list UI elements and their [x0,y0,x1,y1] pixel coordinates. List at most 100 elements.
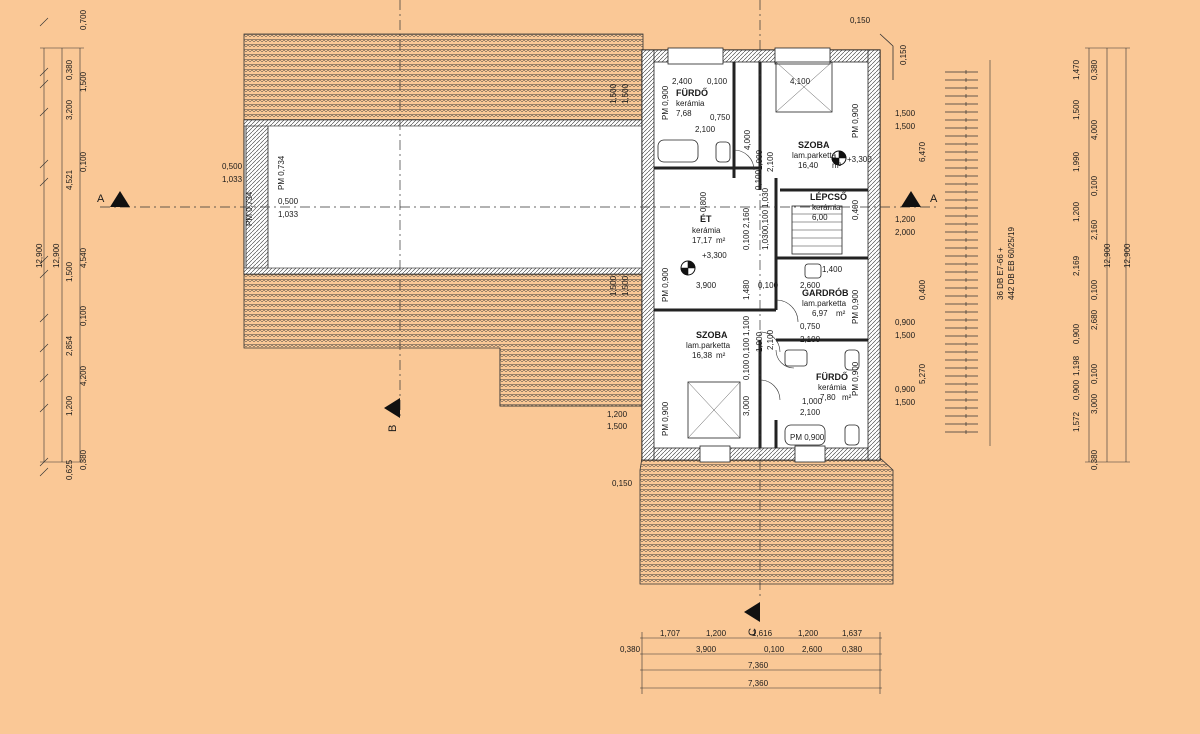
dim-tick [39,17,49,27]
dim-left: 1,200 [607,410,628,419]
dim-left-chain-label: 0,100 [79,305,88,326]
room-furdo-bot-name: FÜRDŐ [816,371,848,382]
section-letters: A A B C [97,193,938,636]
dim-bottom-row1-label: 1,707 [660,629,681,638]
dim-inner-v: PM 0,900 [661,267,670,302]
room-furdo-bot-floor: kerámia [818,383,847,392]
inner-dimensions-vertical: PM 0,900 4,000 1,000 2,100 PM 0,900 0,15… [245,44,927,436]
room-gardrob-name: GARDRÓB [802,287,849,298]
dim-inner: 1,000 [802,397,823,406]
dim-left-v: 1,500 [621,275,630,296]
dim-inner-v: 1,030 [761,229,770,250]
dim-inner-v: 1,000 [755,331,764,352]
dim-inner: PM 0,900 [790,433,825,442]
room-et-floor: kerámia [692,226,721,235]
dim-right-chain-label: 0,100 [1090,279,1099,300]
dim-left-chain-label: 0,380 [79,449,88,470]
dim-inner: 2,100 [800,335,821,344]
dim-right-chain-label: 2,160 [1090,219,1099,240]
room-lepcso-name: LÉPCSŐ [810,191,847,202]
dim-inner-v: 0,100 [742,359,751,380]
section-b-marker [384,398,400,418]
dim-inner-v: PM 0,900 [661,85,670,120]
dim-left: 0,150 [612,479,633,488]
building [641,47,881,463]
dim-inner: 4,100 [790,77,811,86]
dim-right-v: 0,400 [918,279,927,300]
section-a-left-label: A [97,193,105,205]
dim-inner: 0,150 [850,16,871,25]
dim-left: 1,500 [607,422,628,431]
dim-attic-v: PM 0,734 [277,155,286,190]
attic-corridor [243,119,644,275]
dim-right-chain-label: 0,380 [1090,59,1099,80]
outer-totals: 12,900 12,900 12,900 12,900 7,360 7,360 [35,243,1132,688]
dim-left-v: 1,500 [621,83,630,104]
room-furdo-top-floor: kerámia [676,99,705,108]
section-a-right-label: A [930,193,938,205]
dim-left-inner: 12,900 [52,243,61,268]
dim-inner-v: PM 0,900 [661,401,670,436]
section-c-label: C [747,628,759,636]
dim-tick [39,403,49,413]
room-et-unit: m² [716,236,726,245]
dim-left-chain-label: 0,700 [79,9,88,30]
dim-inner: 2,100 [800,408,821,417]
dim-inner-v: 0,150 [899,44,908,65]
dim-inner-v: 0,100 [754,169,763,190]
room-szoba-sw-name: SZOBA [696,330,728,340]
dim-left-v: 1,500 [609,83,618,104]
dim-left-chain-label: 4,200 [79,365,88,386]
dim-bottom-total-1: 7,360 [748,661,769,670]
dim-left-chain-label: 0,380 [65,59,74,80]
room-szoba-sw-floor: lam.parketta [686,341,731,350]
room-labels: FÜRDŐ kerámia 7,68 SZOBA lam.parketta 16… [676,87,872,402]
dim-inner: 3,900 [696,281,717,290]
dim-tick [39,255,49,265]
room-szoba-ne-area: 16,40 [798,161,819,170]
dim-right: 1,500 [895,122,916,131]
room-szoba-sw-area: 16,38 [692,351,713,360]
dim-left-chain-label: 3,200 [65,99,74,120]
dim-right-chain-label: 0,380 [1090,449,1099,470]
dim-right-chain-label: 4,000 [1090,119,1099,140]
window-markers [945,70,978,434]
dim-right: 1,500 [895,331,916,340]
dim-inner-v: 0,100 [742,337,751,358]
dim-bottom-row2-label: 0,380 [620,645,641,654]
roof-bottom [639,457,894,585]
section-c-marker [744,602,760,622]
dim-right-v: 6,470 [918,141,927,162]
window-note: 36 DB E7-66 + 442 DB EB 60/25/19 [996,227,1016,300]
room-furdo-top-area: 7,68 [676,109,692,118]
roof-lower-fill [243,273,644,407]
dim-bottom-row1-label: 1,200 [798,629,819,638]
room-szoba-ne-level: +3,300 [847,155,872,164]
dim-inner: 0,750 [710,113,731,122]
room-gardrob-area: 6,97 [812,309,828,318]
dim-inner: 2,600 [800,281,821,290]
dim-tick [39,343,49,353]
dim-inner: 0,750 [800,322,821,331]
room-szoba-ne-floor: lam.parketta [792,151,837,160]
dim-right-chain-label: 0,100 [1090,175,1099,196]
dim-left-chain-label: 0,625 [65,459,74,480]
room-furdo-bot-area: 7,80 [820,393,836,402]
dim-right-chain-label: 0,900 [1072,323,1081,344]
dim-left-chain-label: 1,500 [65,261,74,282]
dim-left-chain-label: 4,521 [65,169,74,190]
dim-tick [39,457,49,467]
dim-bottom-total-2: 7,360 [748,679,769,688]
dim-right-chain-label: 1,500 [1072,99,1081,120]
room-et-name: ÉT [700,214,712,224]
window-note-line-1: 36 DB E7-66 + [996,247,1005,300]
roof-areas [243,33,894,585]
dim-inner: 2,100 [695,125,716,134]
dim-tick [39,373,49,383]
dim-attic: 1,033 [278,210,299,219]
dim-right-chain-label: 2,680 [1090,309,1099,330]
dim-attic-v: PM 0,734 [245,191,254,226]
dim-left-chain-label: 2,854 [65,335,74,356]
left-dimension-chain: 0,7000,3801,5003,2000,1004,5214,5401,500… [39,9,88,480]
